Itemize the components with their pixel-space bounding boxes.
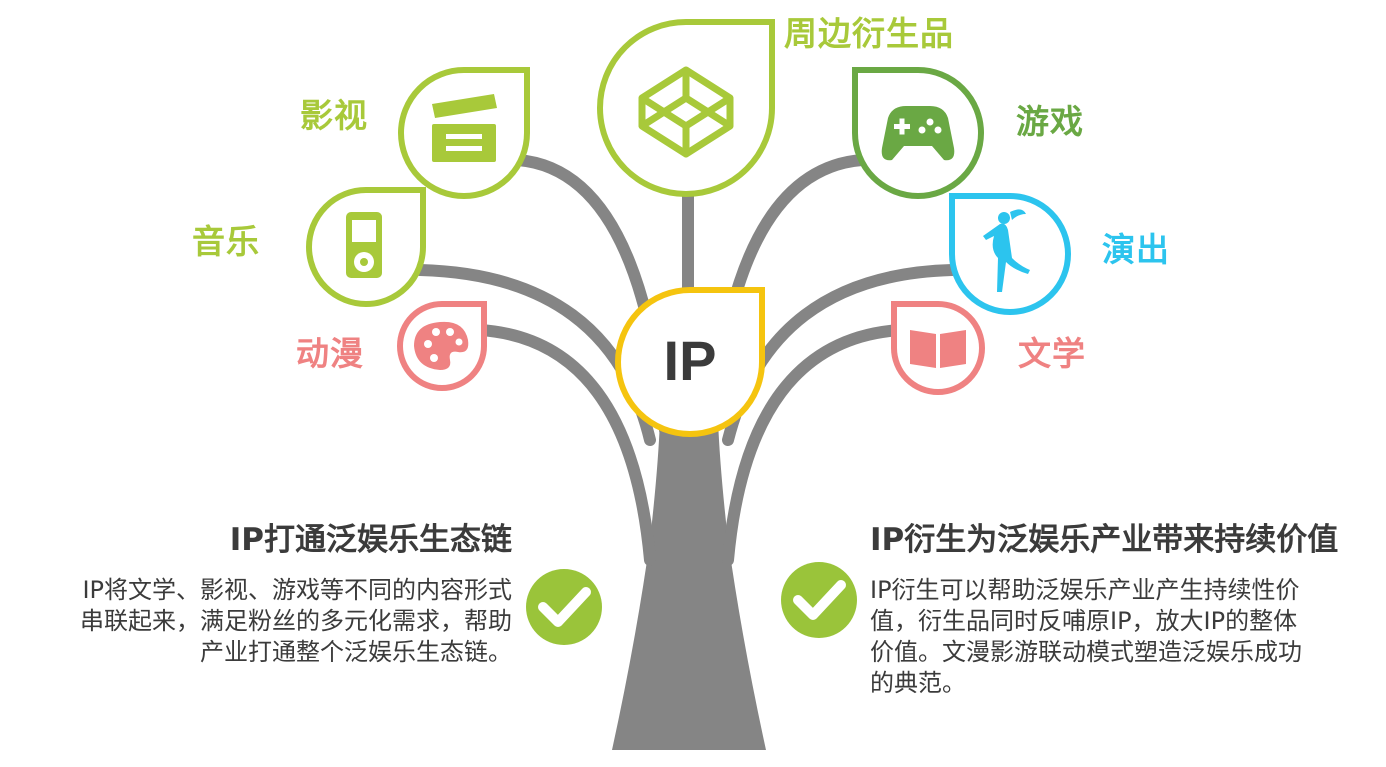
node-music — [306, 187, 426, 307]
check-icon — [538, 587, 591, 627]
right-line: 的典范。 — [870, 669, 966, 697]
node-merch — [597, 19, 775, 197]
right-heading: IP衍生为泛娱乐产业带来持续价值 — [870, 522, 1339, 558]
gamepad-icon — [881, 106, 955, 161]
node-merch-frame — [597, 19, 775, 197]
codepen-cube-icon — [638, 66, 734, 158]
branch-lit — [722, 324, 906, 566]
node-anime — [397, 301, 487, 391]
label-film: 影视 — [300, 96, 368, 135]
left-paragraph: IP将文学、影视、游戏等不同的内容形式 串联起来，满足粉丝的多元化需求，帮助 产… — [80, 575, 512, 668]
label-lit: 文学 — [1018, 334, 1086, 373]
dancer-icon — [983, 209, 1030, 292]
right-line: 值，衍生品同时反哺原IP，放大IP的整体 — [870, 607, 1298, 635]
node-ip: IP — [615, 287, 765, 437]
trunk — [612, 420, 766, 750]
left-line: 串联起来，满足粉丝的多元化需求，帮助 — [80, 607, 512, 635]
open-book-icon — [910, 330, 966, 368]
label-game: 游戏 — [1016, 102, 1084, 141]
check-icon — [793, 580, 846, 620]
right-line: 价值。文漫影游联动模式塑造泛娱乐成功 — [870, 638, 1302, 666]
node-lit-frame — [891, 301, 985, 395]
check-left — [526, 569, 602, 645]
ip-frame — [615, 287, 765, 437]
left-heading: IP打通泛娱乐生态链 — [229, 522, 512, 558]
label-merch: 周边衍生品 — [784, 14, 954, 53]
node-film — [398, 67, 530, 199]
clapperboard-icon — [432, 94, 497, 162]
node-lit — [891, 301, 985, 395]
music-player-icon — [346, 212, 382, 278]
label-music: 音乐 — [192, 222, 260, 261]
left-line: 产业打通整个泛娱乐生态链。 — [200, 638, 512, 666]
label-anime: 动漫 — [296, 334, 364, 373]
branch-anime — [474, 324, 656, 566]
check-right — [781, 562, 857, 638]
left-line: IP将文学、影视、游戏等不同的内容形式 — [82, 576, 512, 604]
node-show — [949, 193, 1071, 315]
palette-icon — [414, 321, 469, 370]
right-line: IP衍生可以帮助泛娱乐产业产生持续性价 — [870, 576, 1300, 604]
right-paragraph: IP衍生可以帮助泛娱乐产业产生持续性价 值，衍生品同时反哺原IP，放大IP的整体… — [870, 575, 1302, 699]
ip-label: IP — [664, 329, 717, 392]
node-game — [852, 67, 984, 199]
label-show: 演出 — [1102, 230, 1170, 269]
